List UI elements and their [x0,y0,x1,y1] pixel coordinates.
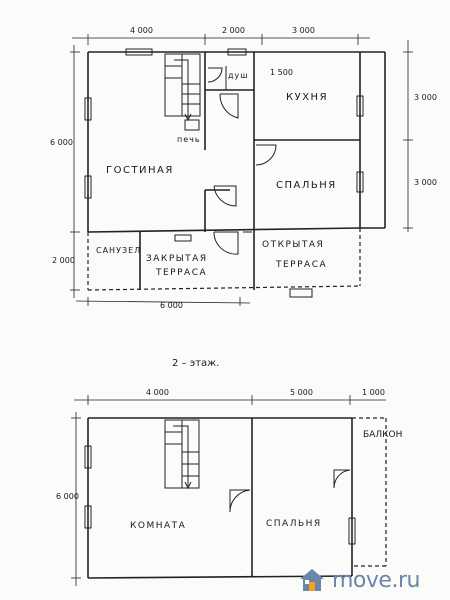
room-living-label: гостиная [106,165,174,176]
floor2-dim-top-left: 4 000 [146,388,169,397]
watermark: move.ru [298,565,446,595]
dim-top-right: 3 000 [292,26,315,35]
room-closed-terrace-line1: закрытая [146,254,208,264]
balcony-outline [352,417,387,567]
room-bedroom-label: спальня [276,180,337,191]
floor2-room-label: комната [130,521,187,531]
room-open-terrace-line2: терраса [276,260,328,270]
floor1-doors [207,67,277,255]
floor2-walls [87,417,353,579]
house-logo-icon [300,569,324,591]
room-kitchen-label: кухня [286,92,329,103]
dim-right-mid: 3 000 [414,178,437,187]
floor2-stairs [164,419,200,490]
dim-top-mid: 2 000 [222,26,245,35]
dim-left: 6 000 [50,138,73,147]
floor1-stairs [164,53,201,122]
floor2-windows [84,445,356,545]
dim-right-top: 3 000 [414,93,437,102]
room-wc-label: санузел [96,246,142,255]
room-closed-terrace-line2: терраса [156,268,208,278]
dim-bath-width: 1 500 [270,68,293,77]
floor2-dim-top-right: 1 000 [362,388,385,397]
floor2-dimension-lines [71,395,386,586]
floor1-windows [84,48,364,298]
floor2-dim-left: 6 000 [56,492,79,501]
stove-block [184,119,200,131]
floor2-title: 2 – этаж. [172,358,220,369]
watermark-text: move.ru [332,567,420,593]
dim-bottom: 6 000 [160,301,183,310]
room-stove-label: печь [177,135,201,144]
floor2-doors [229,469,351,513]
floor1-walls [87,51,386,290]
room-shower-label: душ [228,71,249,80]
room-open-terrace-line1: открытая [262,240,325,250]
floor2-bedroom-label: спальня [266,519,322,529]
floor1-terrace-outline [87,228,361,291]
floor1-dimension-lines [70,34,413,306]
dim-left-low: 2 000 [52,256,75,265]
dim-top-left: 4 000 [130,26,153,35]
floor2-dim-top-mid: 5 000 [290,388,313,397]
balcony-label: балкон [363,430,403,440]
